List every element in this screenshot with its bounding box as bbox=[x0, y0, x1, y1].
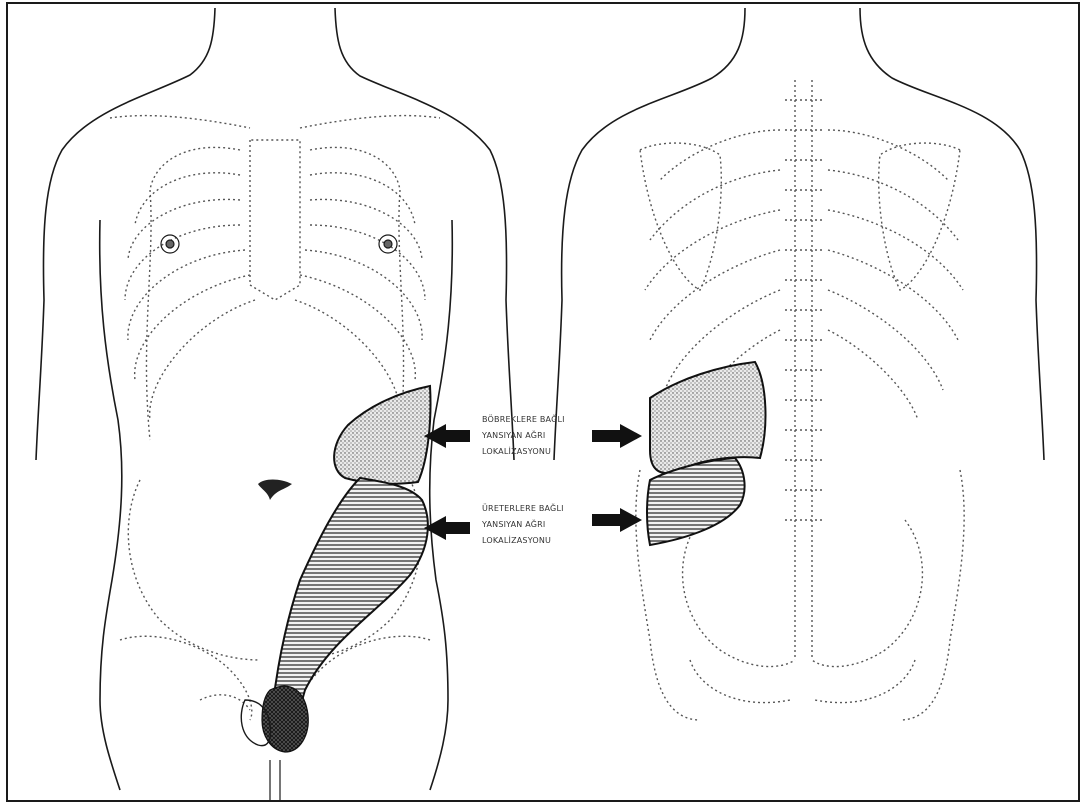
back-body-figure bbox=[554, 8, 1044, 460]
front-nipples bbox=[161, 235, 397, 253]
back-kidney-pain-zone bbox=[650, 362, 765, 473]
kidney-label-line1: BÖBREKLERE BAĞLI bbox=[482, 412, 602, 428]
ureter-label-line2: YANSIYAN AĞRI bbox=[482, 517, 602, 533]
ureter-pain-label: ÜRETERLERE BAĞLI YANSIYAN AĞRI LOKALİZAS… bbox=[482, 501, 602, 549]
ureter-label-line3: LOKALİZASYONU bbox=[482, 533, 602, 549]
ureter-label-line1: ÜRETERLERE BAĞLI bbox=[482, 501, 602, 517]
navel bbox=[258, 480, 292, 501]
front-kidney-pain-zone bbox=[334, 386, 430, 484]
kidney-pain-label: BÖBREKLERE BAĞLI YANSIYAN AĞRI LOKALİZAS… bbox=[482, 412, 602, 460]
kidney-label-line2: YANSIYAN AĞRI bbox=[482, 428, 602, 444]
front-body-figure bbox=[36, 8, 514, 800]
kidney-label-line3: LOKALİZASYONU bbox=[482, 444, 602, 460]
